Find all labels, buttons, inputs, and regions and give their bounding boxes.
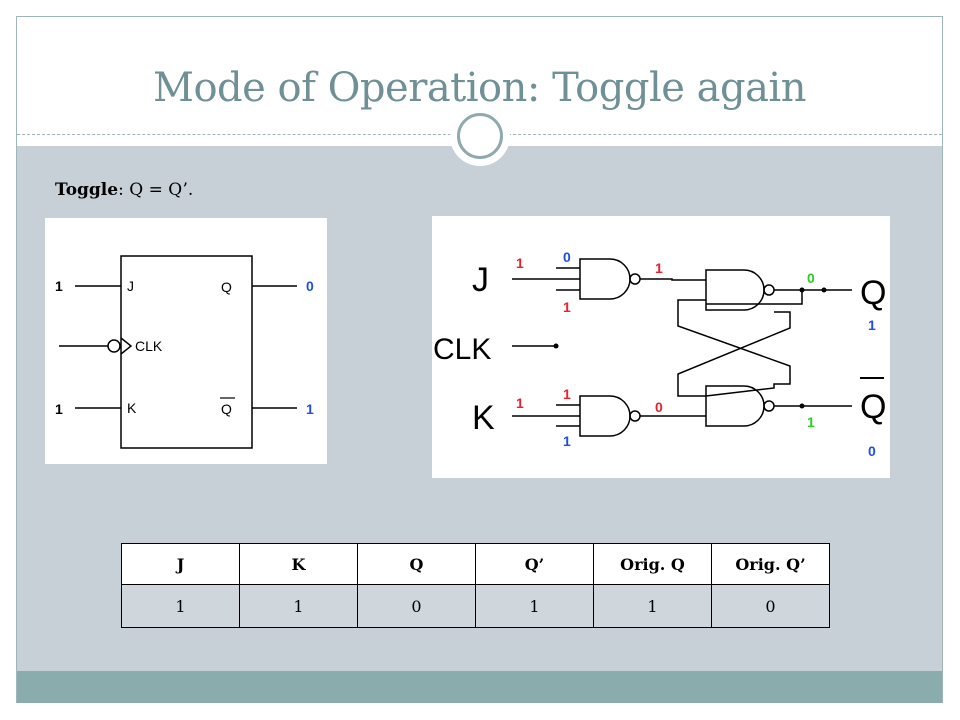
clk-triangle <box>120 337 133 355</box>
table-cell: 1 <box>475 584 594 628</box>
ring-icon <box>457 113 503 159</box>
k-input-value: 1 <box>55 401 63 417</box>
gate-label-q: Q <box>860 274 886 312</box>
gate-label-qbar: Q <box>860 388 886 426</box>
gate-label-clk: CLK <box>433 333 491 366</box>
top-latch-bubble <box>763 284 775 296</box>
table-cell: 0 <box>711 584 830 628</box>
q-junction <box>799 287 805 293</box>
table-cell: 1 <box>593 584 712 628</box>
bottom-nand-clk-value: 1 <box>563 386 571 402</box>
toggle-label: Toggle <box>55 180 119 200</box>
q-wire-value: 0 <box>807 270 815 286</box>
slide-title: Mode of Operation: Toggle again <box>153 65 806 111</box>
toggle-statement: Toggle: Q = Q’. <box>55 180 193 200</box>
qbar-wire-value: 1 <box>807 414 815 430</box>
column-header: Q <box>357 543 476 585</box>
pin-j-label: J <box>127 278 134 294</box>
top-nand-output-value: 1 <box>655 260 663 276</box>
column-header: Orig. Q’ <box>711 543 830 585</box>
pin-qbar-label: Q <box>221 401 232 417</box>
top-nand-bubble <box>629 273 641 285</box>
table-cell: 1 <box>239 584 358 628</box>
pin-k-label: K <box>127 400 137 416</box>
pin-q-label: Q <box>221 279 232 295</box>
q-value: 1 <box>868 317 876 333</box>
j-input-value: 1 <box>55 278 63 294</box>
bottom-nand-k-value: 1 <box>516 395 524 411</box>
table-cell: 1 <box>121 584 240 628</box>
qbar-junction <box>799 403 805 409</box>
qbar-value: 0 <box>868 443 876 459</box>
column-header: J <box>121 543 240 585</box>
jk-flipflop-symbol: J CLK K Q Q 1 1 0 1 <box>45 218 327 464</box>
gate-label-j: J <box>472 261 489 299</box>
q-output-value: 0 <box>306 278 314 294</box>
bottom-latch-bubble <box>763 400 775 412</box>
nand-gate-diagram: J CLK K Q Q 1 0 1 1 0 1 1 1 1 0 1 0 <box>432 216 890 478</box>
circuit-wires <box>512 267 852 427</box>
toggle-equation: : Q = Q’. <box>118 180 194 200</box>
table-header-row: J K Q Q’ Orig. Q Orig. Q’ <box>121 543 830 585</box>
clk-bubble <box>107 339 121 353</box>
column-header: Orig. Q <box>593 543 712 585</box>
bottom-nand-feedback-value: 1 <box>563 433 571 449</box>
bottom-nand-bubble <box>629 410 641 422</box>
qbar-output-value: 1 <box>306 401 314 417</box>
pin-clk-label: CLK <box>135 338 163 354</box>
footer-bar <box>17 671 942 703</box>
top-nand-j-value: 1 <box>516 255 524 271</box>
table-cell: 0 <box>357 584 476 628</box>
truth-table: J K Q Q’ Orig. Q Orig. Q’ 1 1 0 1 1 0 <box>121 543 830 628</box>
flipflop-body <box>120 255 253 449</box>
top-nand-feedback-value: 0 <box>563 249 571 265</box>
column-header: K <box>239 543 358 585</box>
top-nand-clk-value: 1 <box>563 299 571 315</box>
gate-label-k: K <box>472 399 495 437</box>
table-row: 1 1 0 1 1 0 <box>121 584 830 628</box>
column-header: Q’ <box>475 543 594 585</box>
bottom-input-nand-gate <box>579 395 631 437</box>
top-input-nand-gate <box>579 258 631 300</box>
q-feedback-junction <box>821 287 827 293</box>
bottom-nand-output-value: 0 <box>655 399 663 415</box>
clk-junction <box>553 343 559 349</box>
